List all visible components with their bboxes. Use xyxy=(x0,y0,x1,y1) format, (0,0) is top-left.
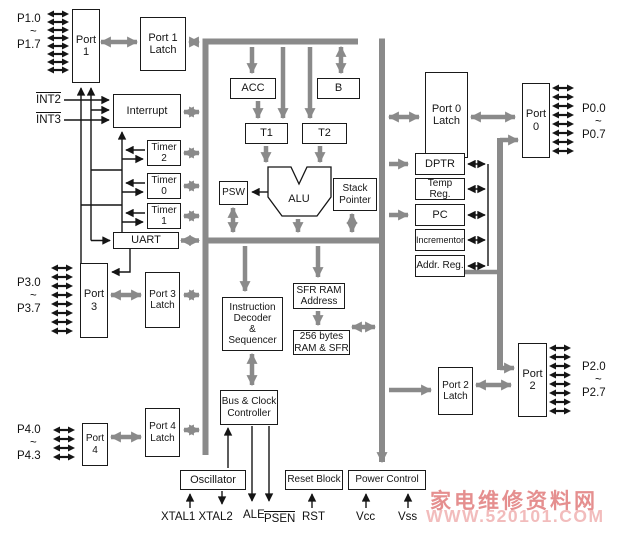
p1-range-end-label: P1.7 xyxy=(17,39,41,51)
block-port0-latch: Port 0 Latch xyxy=(425,72,468,158)
p2-range-tilde: ~ xyxy=(595,374,602,386)
alu-shape xyxy=(267,166,332,217)
block-sfr-ram-address: SFR RAM Address xyxy=(293,283,345,309)
block-incrementor: Incrementor xyxy=(415,229,465,251)
block-timer2: Timer 2 xyxy=(147,140,181,166)
block-port1: Port 1 xyxy=(72,9,100,83)
block-stack-pointer: Stack Pointer xyxy=(333,178,377,211)
block-port3-latch: Port 3 Latch xyxy=(145,272,180,328)
main-data-bus xyxy=(202,38,388,464)
watermark-site-url: WWW.520101.COM xyxy=(426,506,605,526)
p4-range-end-label: P4.3 xyxy=(17,450,41,462)
block-instruction-decoder: Instruction Decoder & Sequencer xyxy=(222,297,283,351)
block-port2: Port 2 xyxy=(518,343,547,417)
p4-range-start-label: P4.0 xyxy=(17,424,41,436)
block-b-register: B xyxy=(317,78,360,99)
block-interrupt: Interrupt xyxy=(113,94,181,128)
p0-range-tilde: ~ xyxy=(595,116,602,128)
port1-pins xyxy=(47,10,69,74)
vcc-pin-label: Vcc xyxy=(356,511,376,523)
block-port2-latch: Port 2 Latch xyxy=(438,367,473,415)
block-acc: ACC xyxy=(230,78,276,99)
int3-signal-label: INT3 xyxy=(36,112,61,126)
rst-pin-label: RST xyxy=(302,511,325,523)
block-port1-latch: Port 1 Latch xyxy=(140,17,186,71)
alu-label: ALU xyxy=(288,192,310,205)
int2-signal-label: INT2 xyxy=(36,92,61,106)
bus-arrows xyxy=(99,36,517,443)
p1-range-tilde: ~ xyxy=(30,26,37,38)
block-t1: T1 xyxy=(245,123,288,144)
p3-range-end-label: P3.7 xyxy=(17,303,41,315)
psen-pin-label: PSEN xyxy=(264,511,296,525)
block-addr-reg: Addr. Reg. xyxy=(415,255,465,277)
block-dptr: DPTR xyxy=(415,153,465,175)
ale-pin-label: ALE xyxy=(243,509,265,521)
p0-range-end-label: P0.7 xyxy=(582,129,606,141)
block-reset-block: Reset Block xyxy=(285,470,343,490)
p0-range-start-label: P0.0 xyxy=(582,103,606,115)
block-psw: PSW xyxy=(219,181,248,205)
block-temp-reg: Temp Reg. xyxy=(415,178,465,200)
port4-pins xyxy=(53,426,75,461)
block-bus-clock-controller: Bus & Clock Controller xyxy=(220,390,278,425)
p1-range-start-label: P1.0 xyxy=(17,13,41,25)
p3-range-start-label: P3.0 xyxy=(17,277,41,289)
block-timer0: Timer 0 xyxy=(147,173,181,199)
p3-range-tilde: ~ xyxy=(30,290,37,302)
block-uart: UART xyxy=(113,232,179,249)
control-wires xyxy=(64,87,489,508)
p4-range-tilde: ~ xyxy=(30,437,37,449)
port2-pins xyxy=(549,344,571,415)
block-t2: T2 xyxy=(302,123,347,144)
port0-pins xyxy=(552,84,574,155)
block-timer1: Timer 1 xyxy=(147,203,181,229)
xtal-pins-label: XTAL1 XTAL2 xyxy=(161,511,233,523)
port3-pins xyxy=(51,264,73,335)
block-port3: Port 3 xyxy=(80,263,108,338)
block-power-control: Power Control xyxy=(348,470,426,490)
block-port4-latch: Port 4 Latch xyxy=(145,408,180,457)
address-bus xyxy=(458,134,520,374)
p2-range-start-label: P2.0 xyxy=(582,361,606,373)
block-port0: Port 0 xyxy=(522,83,550,158)
watermark-site-name: 家电维修资料网 xyxy=(430,490,598,513)
block-oscillator: Oscillator xyxy=(180,470,246,490)
block-port4: Port 4 xyxy=(82,423,108,466)
vss-pin-label: Vss xyxy=(398,511,418,523)
block-pc: PC xyxy=(415,204,465,226)
block-256-bytes-ram: 256 bytes RAM & SFR xyxy=(293,330,350,355)
p2-range-end-label: P2.7 xyxy=(582,387,606,399)
